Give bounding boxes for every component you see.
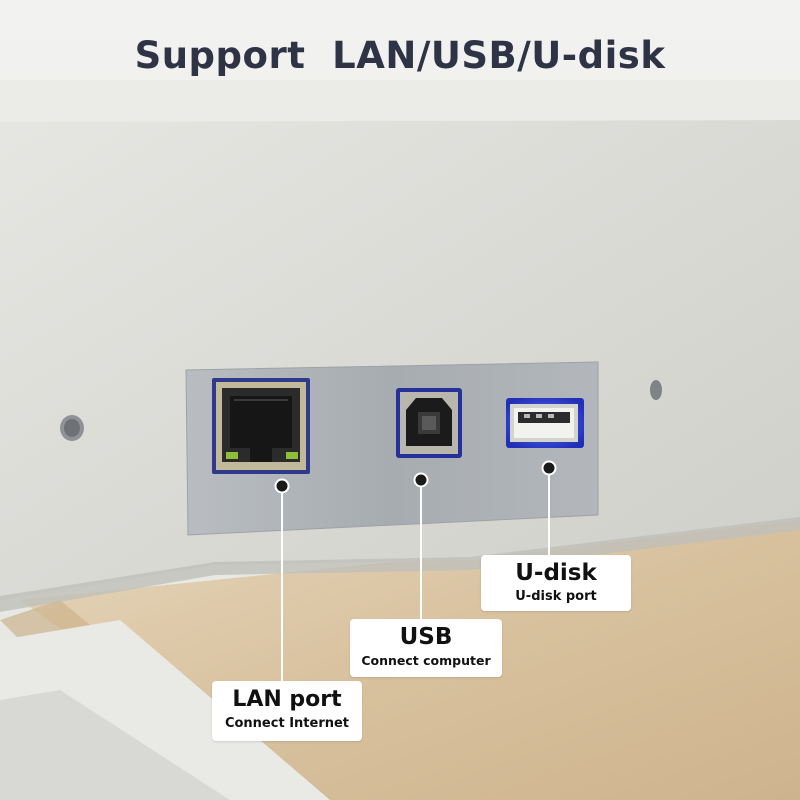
enclosure-front <box>0 102 800 600</box>
lan-port-opening <box>230 396 292 448</box>
lan-marker-dot <box>274 478 290 494</box>
usb-callout-sublabel: Connect computer <box>361 653 491 668</box>
lan-callout: LAN port Connect Internet <box>212 681 362 741</box>
udisk-marker-dot <box>541 460 557 476</box>
lan-led-right <box>286 452 298 459</box>
usb-callout: USB Connect computer <box>350 619 502 677</box>
lan-led-left <box>226 452 238 459</box>
usb-marker-dot <box>413 472 429 488</box>
lan-callout-sublabel: Connect Internet <box>224 716 350 731</box>
udisk-callout-sublabel: U-disk port <box>515 589 597 604</box>
page-title: Support LAN/USB/U-disk <box>134 34 666 77</box>
screw-hole-right <box>650 380 662 400</box>
udisk-callout-label: U-disk <box>515 560 597 586</box>
enclosure-bottom-shadow <box>0 517 800 612</box>
lan-callout-label: LAN port <box>232 687 342 712</box>
enclosure-top-band <box>0 80 800 122</box>
drawer-shadow <box>0 690 230 800</box>
usb-callout-label: USB <box>399 624 453 650</box>
udisk-callout: U-disk U-disk port <box>481 555 631 611</box>
